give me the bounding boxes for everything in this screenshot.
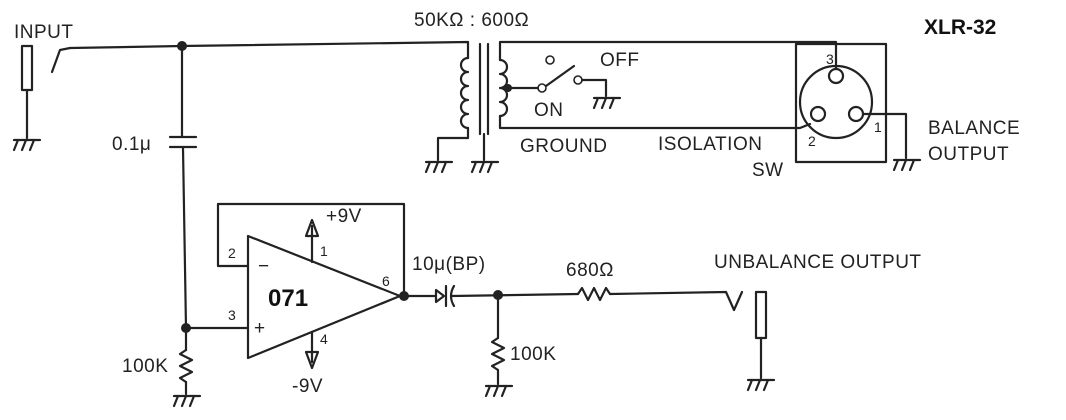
switch-on-label: ON <box>534 100 564 121</box>
input-wire <box>68 40 470 60</box>
unbalance-output-jack <box>754 290 768 380</box>
pin-1-label: 1 <box>320 243 328 259</box>
xlr-pin-2-label: 2 <box>808 133 816 149</box>
bias-resistor <box>178 348 194 384</box>
pin-2-label: 2 <box>228 245 236 261</box>
series-resistor <box>576 286 612 302</box>
ground-isolation-switch <box>506 55 608 98</box>
sw-label: SW <box>752 160 784 181</box>
minus-supply-label: -9V <box>292 376 323 397</box>
ground-symbol-output <box>484 384 514 398</box>
pin-3-label: 3 <box>228 307 236 323</box>
ground-symbol-unbalance <box>746 378 776 392</box>
xlr-pin-1-label: 1 <box>874 119 882 135</box>
input-capacitor-label: 0.1μ <box>112 134 151 155</box>
plus-supply-arrow <box>304 218 320 264</box>
series-resistor-label: 680Ω <box>566 260 614 281</box>
ground-symbol-primary <box>424 160 454 174</box>
opamp-plus-sign: + <box>254 318 266 339</box>
output-ground-resistor-label: 100K <box>510 344 556 365</box>
plus-supply-label: +9V <box>326 206 362 227</box>
opamp-label: 071 <box>268 285 308 312</box>
feedback-wire <box>216 202 406 298</box>
input-jack <box>20 44 72 140</box>
pin-4-label: 4 <box>320 331 328 347</box>
ground-label: GROUND <box>520 136 607 157</box>
unbalance-output-label: UNBALANCE OUTPUT <box>714 252 922 273</box>
ground-symbol-bias <box>172 394 202 408</box>
transformer-ratio-label: 50KΩ : 600Ω <box>414 10 529 31</box>
opamp-minus-sign: − <box>258 256 270 277</box>
input-label: INPUT <box>14 22 74 43</box>
secondary-top-wire <box>498 40 838 62</box>
balance-label: BALANCE <box>928 118 1020 139</box>
diagram-title: XLR-32 <box>924 16 996 39</box>
isolation-label: ISOLATION <box>658 134 762 155</box>
switch-off-label: OFF <box>600 50 640 71</box>
secondary-bottom-wire <box>498 114 812 130</box>
bias-resistor-label: 100K <box>122 356 168 377</box>
ground-symbol-input <box>12 138 42 152</box>
minus-supply-arrow <box>304 330 320 370</box>
xlr-connector <box>794 42 908 164</box>
output-ground-resistor <box>490 336 506 372</box>
xlr-pin-3-label: 3 <box>826 51 834 67</box>
transformer <box>436 42 512 162</box>
output-capacitor-label: 10μ(BP) <box>412 254 486 275</box>
opamp-071 <box>246 234 402 360</box>
ground-symbol-core <box>470 160 500 174</box>
pin-6-label: 6 <box>382 273 390 289</box>
input-capacitor <box>168 135 198 149</box>
balance-output-label: OUTPUT <box>928 144 1009 165</box>
ground-symbol-switch <box>592 96 622 110</box>
ground-symbol-xlr <box>892 158 922 172</box>
